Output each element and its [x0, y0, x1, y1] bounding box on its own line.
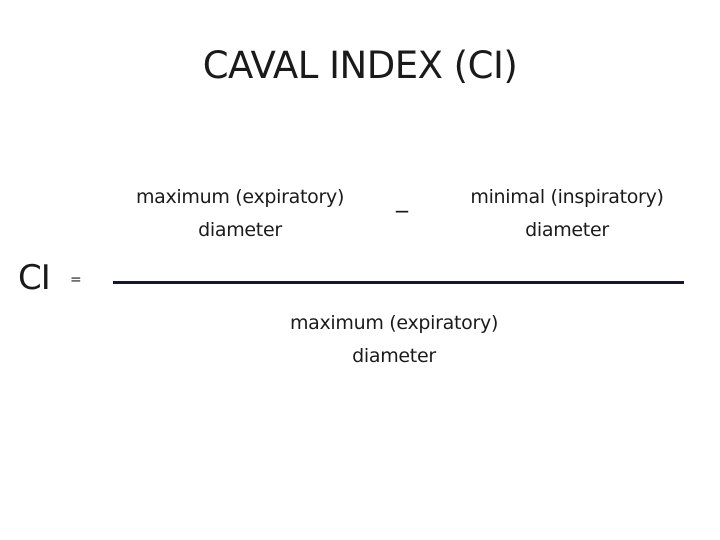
denominator-term: maximum (expiratory) diameter: [260, 307, 528, 373]
numerator-left-term: maximum (expiratory) diameter: [108, 181, 372, 247]
numerator-left-line2: diameter: [198, 219, 282, 241]
numerator-left-line1: maximum (expiratory): [135, 186, 345, 208]
fraction-bar: [113, 281, 684, 284]
numerator-right-line2: diameter: [525, 219, 609, 241]
equals-sign: =: [70, 272, 82, 288]
numerator-right-line1: minimal (inspiratory): [470, 186, 664, 208]
formula-lhs: CI: [18, 258, 51, 298]
denominator-line1: maximum (expiratory): [289, 312, 499, 334]
denominator-line2: diameter: [352, 345, 436, 367]
slide-title: CAVAL INDEX (CI): [202, 44, 518, 87]
minus-operator: _: [396, 185, 408, 213]
numerator-right-term: minimal (inspiratory) diameter: [440, 181, 694, 247]
